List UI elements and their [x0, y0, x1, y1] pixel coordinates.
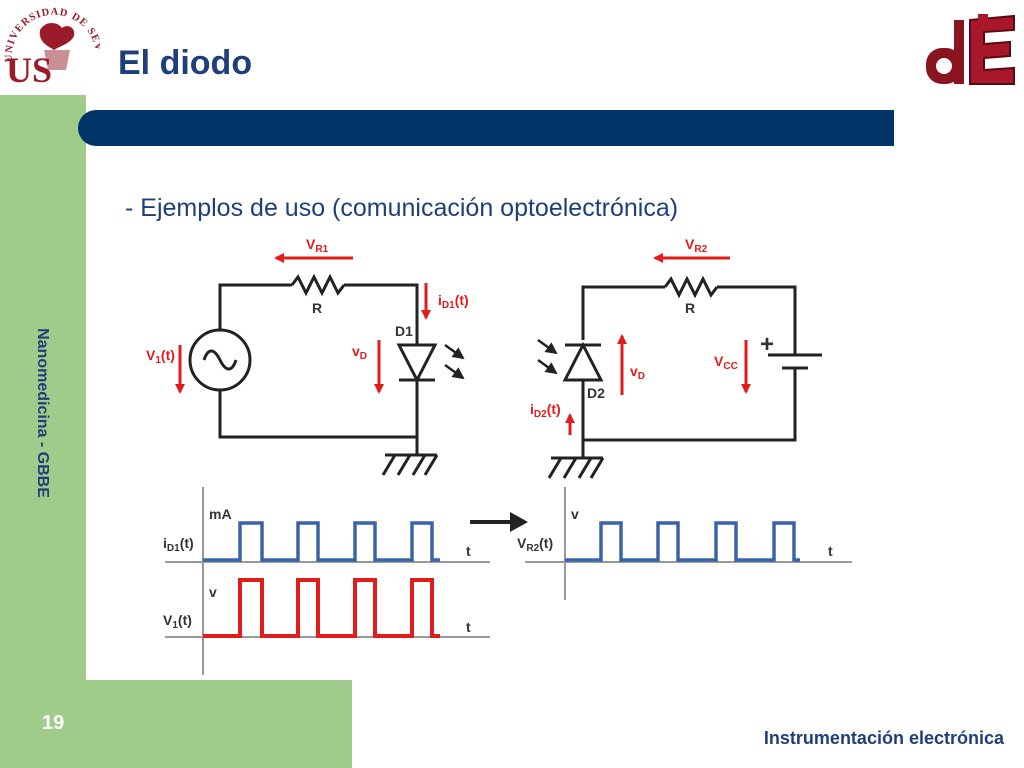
ac-source	[188, 328, 252, 392]
graph-vr2: v VR2(t) t	[517, 487, 852, 600]
g2-label: V1(t)	[163, 612, 192, 631]
ground-1	[381, 453, 439, 476]
id1-waveform	[203, 521, 440, 562]
vcc-label: VCC	[714, 353, 738, 372]
department-logo: dE	[926, 14, 1015, 85]
r1-label: R	[312, 300, 322, 316]
photodiode-d2	[562, 341, 604, 382]
circuit-2-arrows	[565, 253, 751, 435]
footer-course-name: Instrumentación electrónica	[763, 728, 1004, 748]
circuit-2	[537, 275, 822, 479]
r2-label: R	[685, 300, 695, 316]
g1-t: t	[466, 543, 471, 559]
g3-t: t	[828, 543, 833, 559]
g1-unit: mA	[209, 506, 232, 522]
d2-label: D2	[587, 385, 605, 401]
university-logo: UNIVERSIDAD DE SEVILLA US	[0, 0, 100, 90]
g2-t: t	[466, 619, 471, 635]
id1-label: iD1(t)	[438, 292, 469, 311]
left-green-band	[0, 95, 86, 768]
graph-v1: v V1(t) t	[163, 578, 490, 638]
graph-id1: mA iD1(t) t	[163, 487, 490, 675]
vr1-label: VR1	[306, 236, 329, 255]
d1-label: D1	[395, 323, 413, 339]
g1-label: iD1(t)	[163, 535, 194, 554]
circuit-1	[188, 273, 465, 476]
transfer-arrow	[470, 512, 528, 532]
id2-label: iD2(t)	[530, 401, 561, 420]
bottom-green-band	[0, 680, 352, 768]
page-number: 19	[42, 712, 65, 734]
vr2-waveform	[565, 521, 800, 562]
title-bar	[78, 110, 894, 146]
plus-sign: +	[760, 331, 774, 358]
resistor-r2	[663, 275, 719, 299]
page-title: El diodo	[118, 44, 253, 82]
light-incident-arrows	[537, 338, 558, 375]
g3-label: VR2(t)	[517, 535, 553, 554]
led-d1	[396, 343, 438, 384]
section-subtitle: - Ejemplos de uso (comunicación optoelec…	[125, 194, 679, 222]
v1-waveform	[203, 578, 440, 638]
v1-label: V1(t)	[146, 347, 175, 366]
university-mark: US	[6, 50, 52, 90]
g3-unit: v	[571, 506, 579, 522]
resistor-r1	[290, 273, 346, 297]
ground-2	[547, 456, 605, 479]
vd1-label: vD	[352, 343, 367, 362]
content-panel	[86, 95, 1024, 680]
circuit-1-arrows	[175, 253, 431, 394]
light-emission-arrows	[444, 343, 465, 380]
vr2-label: VR2	[685, 236, 708, 255]
vd2-label: vD	[630, 363, 645, 382]
g2-unit: v	[209, 584, 217, 600]
